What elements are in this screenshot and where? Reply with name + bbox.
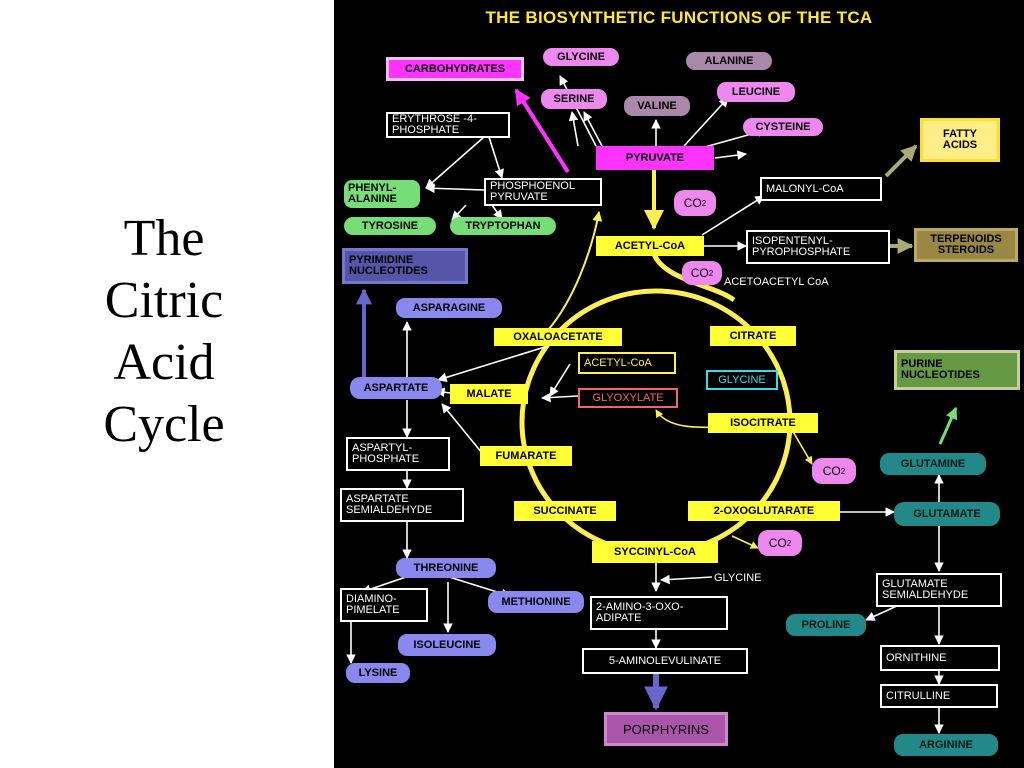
- node-valine: VALINE: [624, 96, 690, 116]
- node-erythrose-4-phosphate: ERYTHROSE -4- PHOSPHATE: [386, 112, 510, 138]
- node-porphyrins: PORPHYRINS: [604, 712, 728, 746]
- slide-title-line: The: [123, 210, 205, 267]
- slide-title-line: Cycle: [103, 396, 225, 453]
- slide-title: The Citric Acid Cycle: [48, 208, 280, 456]
- arrow-pyruvate-carbohydrates: [514, 88, 570, 174]
- node-alanine: ALANINE: [686, 52, 772, 70]
- node-isocitrate: ISOCITRATE: [708, 413, 818, 433]
- arrow-malonyl-fattyacids: [884, 144, 918, 178]
- node-glutamate: GLUTAMATE: [894, 502, 1000, 526]
- node-succinate: SUCCINATE: [514, 501, 616, 521]
- node-tryptophan: TRYPTOPHAN: [450, 217, 556, 235]
- node-threonine: THREONINE: [396, 558, 496, 578]
- node-glutamine: GLUTAMINE: [880, 453, 986, 475]
- node-glutamate-semialdehyde: GLUTAMATE SEMIALDEHYDE: [876, 573, 1002, 607]
- node-glycine-top: GLYCINE: [543, 48, 619, 66]
- node-fumarate: FUMARATE: [480, 446, 572, 466]
- node-glycine-mid: GLYCINE: [706, 370, 778, 390]
- node-acetyl-coa-2: ACETYL-CoA: [578, 352, 676, 374]
- node-2-amino-3-oxo-adipate: 2-AMINO-3-OXO- ADIPATE: [590, 596, 728, 630]
- arrow-glutamine-purine: [938, 406, 958, 445]
- node-purine-nucleotides: PURINE NUCLEOTIDES: [894, 350, 1020, 390]
- node-glyoxylate: GLYOXYLATE: [578, 388, 678, 408]
- node-succinyl-coa: SYCCINYL-CoA: [592, 541, 718, 563]
- node-malonyl-coa: MALONYL-CoA: [760, 177, 882, 201]
- slide-title-line: Acid: [113, 334, 215, 391]
- node-glycine-low: GLYCINE: [714, 571, 762, 584]
- node-isoleucine: ISOLEUCINE: [398, 634, 496, 656]
- tca-diagram-panel: THE BIOSYNTHETIC FUNCTIONS OF THE TCA CA…: [334, 0, 1024, 768]
- node-aspartate-semialdehyde: ASPARTATE SEMIALDEHYDE: [340, 488, 464, 522]
- node-2-oxoglutarate: 2-OXOGLUTARATE: [688, 501, 840, 521]
- node-5-aminolevulinate: 5-AMINOLEVULINATE: [582, 648, 748, 674]
- node-acetoacetyl-coa: ACETOACETYL CoA: [724, 275, 829, 288]
- node-leucine: LEUCINE: [717, 82, 795, 102]
- node-pyruvate: PYRUVATE: [596, 146, 714, 170]
- node-tyrosine: TYROSINE: [344, 217, 436, 235]
- node-carbohydrates: CARBOHYDRATES: [386, 57, 524, 81]
- node-oxaloacetate: OXALOACETATE: [494, 328, 622, 346]
- node-citrate: CITRATE: [710, 326, 796, 346]
- node-phenylalanine: PHENYL- ALANINE: [344, 180, 420, 208]
- node-fatty-acids: FATTY ACIDS: [920, 118, 1000, 162]
- node-citrulline: CITRULLINE: [880, 684, 998, 708]
- node-ornithine: ORNITHINE: [880, 645, 1000, 671]
- arrow-oxaloacetate-pep: [547, 211, 603, 331]
- node-asparagine: ASPARAGINE: [396, 298, 502, 318]
- slide-title-line: Citric: [104, 272, 224, 329]
- node-proline: PROLINE: [786, 614, 866, 636]
- node-lysine: LYSINE: [346, 663, 410, 683]
- node-malate: MALATE: [450, 384, 528, 404]
- node-serine: SERINE: [541, 89, 607, 109]
- node-acetyl-coa: ACETYL-CoA: [596, 236, 704, 256]
- diagram-title: THE BIOSYNTHETIC FUNCTIONS OF THE TCA: [485, 8, 873, 27]
- node-terpenoids-steroids: TERPENOIDS STEROIDS: [914, 228, 1018, 262]
- node-isopentenyl-pyrophosphate: ISOPENTENYL- PYROPHOSPHATE: [746, 230, 890, 264]
- node-aspartyl-phosphate: ASPARTYL- PHOSPHATE: [346, 437, 450, 471]
- node-phosphoenol-pyruvate: PHOSPHOENOL PYRUVATE: [484, 178, 602, 206]
- node-arginine: ARGININE: [894, 734, 998, 756]
- node-aspartate: ASPARTATE: [350, 377, 442, 399]
- node-cysteine: CYSTEINE: [743, 118, 823, 136]
- node-pyrimidine-nucleotides: PYRIMIDINE NUCLEOTIDES: [342, 248, 468, 284]
- node-diaminopimelate: DIAMINO- PIMELATE: [340, 588, 428, 622]
- node-methionine: METHIONINE: [488, 591, 584, 613]
